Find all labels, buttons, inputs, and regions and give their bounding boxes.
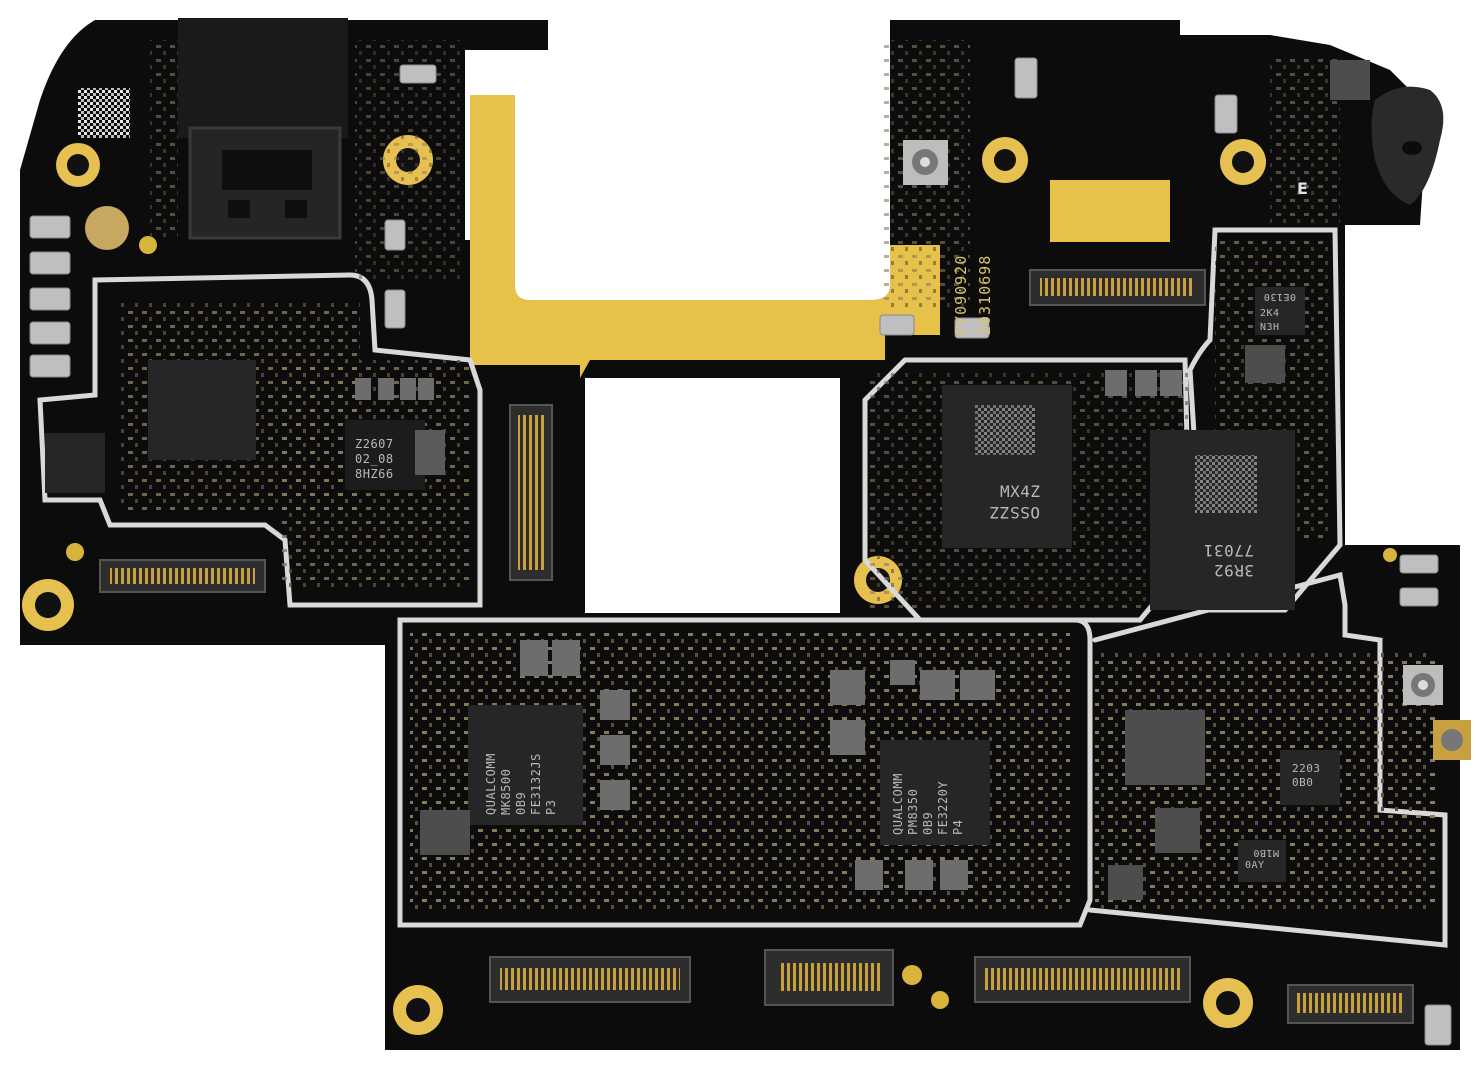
z2607-label: Z2607 02_08 8HZ66 bbox=[355, 437, 394, 481]
ic-2203 bbox=[1280, 750, 1340, 805]
connector-left bbox=[99, 559, 266, 593]
2203-label: 2203 0B0 bbox=[1292, 762, 1321, 789]
svg-text:0AY: 0AY bbox=[1245, 860, 1265, 871]
connector-bottom-1 bbox=[489, 956, 691, 1003]
hole-top-right1 bbox=[982, 137, 1028, 183]
svg-text:3R92: 3R92 bbox=[1213, 561, 1254, 580]
3r92-label: 3R92 77031 bbox=[1203, 541, 1254, 580]
board-connectors bbox=[99, 269, 1414, 1024]
hole-top-right2 bbox=[1220, 139, 1266, 185]
svg-text:8HZ66: 8HZ66 bbox=[355, 467, 394, 481]
board-code-2: 20310698 bbox=[976, 255, 994, 335]
test-pad-large bbox=[85, 206, 129, 250]
ic-right-middle bbox=[1125, 710, 1205, 785]
svg-text:0E130: 0E130 bbox=[1263, 291, 1296, 302]
svg-text:2203: 2203 bbox=[1292, 762, 1321, 775]
board-cutout-top bbox=[550, 20, 860, 42]
ic-0ay bbox=[1238, 840, 1286, 882]
rf-connectors bbox=[903, 140, 1471, 760]
svg-text:M1B0: M1B0 bbox=[1253, 847, 1279, 858]
board-cutout bbox=[585, 378, 840, 613]
flex-gold-area bbox=[470, 95, 940, 378]
svg-text:MX4Z: MX4Z bbox=[1000, 482, 1041, 501]
svg-text:PM8350: PM8350 bbox=[906, 789, 920, 835]
hole-bottom-left bbox=[393, 985, 443, 1035]
svg-text:QUALCOMM: QUALCOMM bbox=[484, 753, 498, 815]
connector-center-vertical bbox=[509, 404, 553, 581]
ic-z2607 bbox=[345, 420, 425, 490]
svg-text:MK8500: MK8500 bbox=[499, 769, 513, 815]
hole-bottom-right bbox=[1203, 978, 1253, 1028]
0ay-label: 0AY M1B0 bbox=[1245, 847, 1279, 871]
integrated-circuits bbox=[45, 60, 1370, 900]
inductors bbox=[355, 370, 1182, 890]
connector-bottom-2 bbox=[764, 949, 894, 1006]
foam-block bbox=[178, 18, 348, 138]
svg-text:N3H: N3H bbox=[1260, 322, 1280, 333]
ic-left-small bbox=[45, 433, 105, 493]
ic-qualcomm-pm bbox=[880, 740, 990, 845]
svg-text:0B9: 0B9 bbox=[514, 792, 528, 815]
connector-top-right bbox=[1029, 269, 1206, 306]
n3h-label: 0E130 2K4 N3H bbox=[1260, 291, 1296, 333]
qualcomm-mdm-label: QUALCOMM MK8500 0B9 FE3132JS P3 bbox=[484, 753, 558, 815]
svg-text:FE3220Y: FE3220Y bbox=[936, 781, 950, 835]
connector-bottom-4 bbox=[1287, 984, 1414, 1024]
ic-qualcomm-mdm bbox=[468, 705, 583, 825]
qualcomm-pm-label: QUALCOMM PM8350 0B9 FE3220Y P4 bbox=[891, 773, 965, 835]
spring-contacts bbox=[29, 57, 1452, 1046]
svg-text:P4: P4 bbox=[951, 820, 965, 835]
hole-top-left bbox=[56, 143, 100, 187]
board-markings: FY090920 20310698 E Z2607 02_08 8HZ66 MX… bbox=[355, 179, 1321, 871]
svg-text:Z2607: Z2607 bbox=[355, 437, 394, 451]
svg-text:P3: P3 bbox=[544, 800, 558, 815]
svg-text:0B9: 0B9 bbox=[921, 812, 935, 835]
connector-bottom-3 bbox=[974, 956, 1191, 1003]
svg-text:2K4: 2K4 bbox=[1260, 308, 1280, 319]
mx4z-label: MX4Z OSSZZ bbox=[989, 482, 1040, 522]
silk-e: E bbox=[1297, 179, 1308, 198]
svg-text:OSSZZ: OSSZZ bbox=[989, 503, 1040, 522]
svg-text:QUALCOMM: QUALCOMM bbox=[891, 773, 905, 835]
svg-text:02_08: 02_08 bbox=[355, 452, 394, 466]
svg-text:FE3132JS: FE3132JS bbox=[529, 753, 543, 815]
hole-left bbox=[22, 579, 74, 631]
board-code-1: FY090920 bbox=[952, 255, 970, 335]
flex-gold-strip bbox=[1050, 180, 1170, 242]
ic-n3h bbox=[1255, 287, 1305, 335]
svg-text:77031: 77031 bbox=[1203, 541, 1254, 560]
svg-text:0B0: 0B0 bbox=[1292, 776, 1313, 789]
ic-left-large bbox=[148, 360, 256, 460]
data-matrix-code bbox=[78, 88, 130, 138]
